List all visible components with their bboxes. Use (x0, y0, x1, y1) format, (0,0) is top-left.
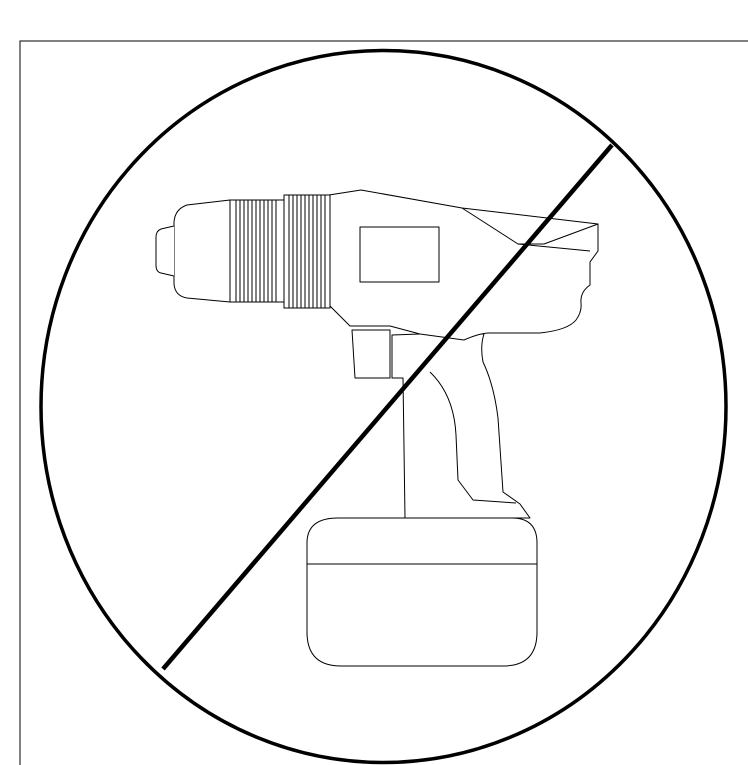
drill-display-window (359, 226, 440, 283)
motor-collar (283, 194, 331, 309)
prohibition-ring (39, 48, 728, 765)
frame-border (19, 40, 748, 765)
prohibition-symbol (39, 48, 728, 765)
drill-handle (391, 333, 531, 519)
battery-pack (306, 517, 538, 667)
drill-chuck (155, 199, 285, 303)
drill-icon (155, 189, 599, 667)
drill-trigger (351, 329, 391, 379)
prohibition-slash (161, 143, 614, 671)
